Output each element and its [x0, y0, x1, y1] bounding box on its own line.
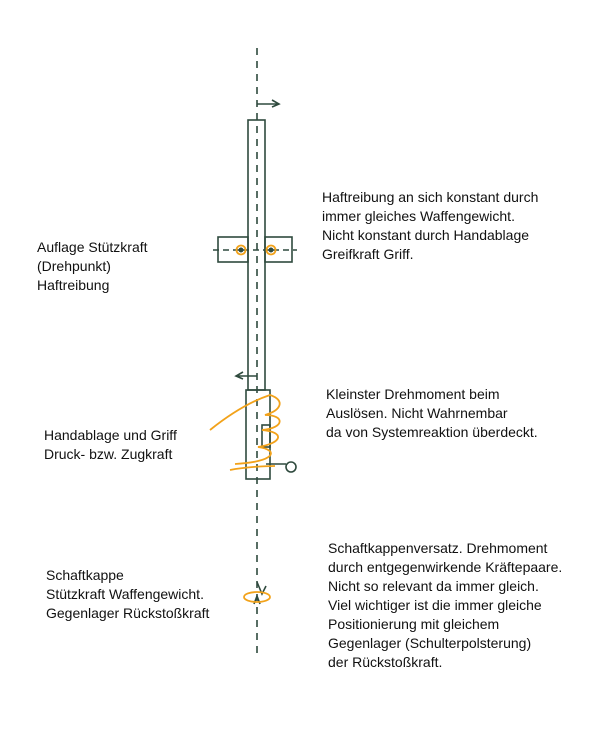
note-line: Druck- bzw. Zugkraft	[44, 446, 173, 462]
note-line: Viel wichtiger ist die immer gleiche	[328, 597, 542, 613]
note-line: Nicht so relevant da immer gleich.	[328, 578, 539, 594]
schaftkappe-label: Schaftkappe Stützkraft Waffengewicht. Ge…	[46, 566, 209, 623]
auflage-label: Auflage Stützkraft (Drehpunkt) Haftreibu…	[37, 238, 148, 295]
note-line: Handablage und Griff	[44, 427, 177, 443]
note-line: Haftreibung an sich konstant durch	[322, 189, 539, 205]
note-line: (Drehpunkt)	[37, 258, 111, 274]
haftreibung-note: Haftreibung an sich konstant durch immer…	[322, 188, 538, 264]
pivot-left	[235, 244, 247, 256]
note-line: durch entgegenwirkende Kräftepaare.	[328, 559, 563, 575]
note-line: Positionierung mit gleichem	[328, 616, 500, 632]
note-line: Nicht konstant durch Handablage	[322, 227, 530, 243]
note-line: Schaftkappenversatz. Drehmoment	[328, 540, 548, 556]
top-arrow	[257, 99, 281, 108]
trigger-knob	[285, 461, 297, 473]
versatz-note: Schaftkappenversatz. Drehmoment durch en…	[328, 539, 562, 672]
note-line: Auslösen. Nicht Wahrnembar	[326, 405, 508, 421]
handablage-label: Handablage und Griff Druck- bzw. Zugkraf…	[44, 426, 177, 464]
note-line: Stützkraft Waffengewicht.	[46, 586, 204, 602]
middle-arrow	[234, 371, 257, 380]
note-line: Gegenlager Rückstoßkraft	[46, 605, 210, 621]
note-line: Gegenlager (Schulterpolsterung)	[328, 635, 532, 651]
note-line: immer gleiches Waffengewicht.	[322, 208, 515, 224]
buttplate-ring	[243, 591, 271, 603]
note-line: Schaftkappe	[46, 567, 124, 583]
note-line: der Rückstoßkraft.	[328, 654, 443, 670]
note-line: Greifkraft Griff.	[322, 246, 414, 262]
note-line: Haftreibung	[37, 277, 110, 293]
drehmoment-note: Kleinster Drehmoment beim Auslösen. Nich…	[326, 385, 538, 442]
pivot-right	[265, 244, 277, 256]
note-line: Kleinster Drehmoment beim	[326, 386, 500, 402]
note-line: da von Systemreaktion überdeckt.	[326, 424, 538, 440]
trigger-slot	[261, 424, 271, 448]
hand-scribble	[209, 394, 281, 471]
note-line: Auflage Stützkraft	[37, 239, 148, 255]
